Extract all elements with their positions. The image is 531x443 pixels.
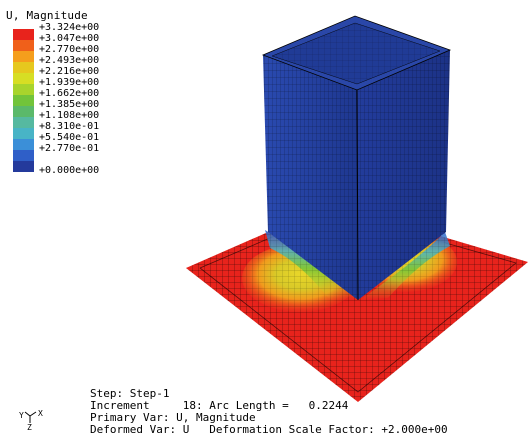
legend-swatch <box>13 51 34 62</box>
increment-label: Increment <box>90 399 150 412</box>
column-left-mesh <box>263 55 358 300</box>
legend-label: +3.047e+00 <box>39 33 100 44</box>
legend-label: +5.540e-01 <box>39 132 100 143</box>
legend-swatch <box>13 73 34 84</box>
legend-title: U, Magnitude <box>6 9 88 22</box>
orientation-triad: Y Z X <box>16 404 66 434</box>
legend-swatch <box>13 62 34 73</box>
triad-z-label: Z <box>27 423 32 432</box>
legend-swatch <box>13 150 34 161</box>
legend-label: +0.000e+00 <box>39 165 100 176</box>
increment-line: Increment 18: Arc Length = 0.2244 <box>90 400 448 412</box>
legend-label: +2.770e+00 <box>39 44 100 55</box>
legend-swatch <box>13 95 34 106</box>
triad-x-label: X <box>38 409 43 418</box>
triad-y-label: Y <box>19 411 24 420</box>
legend-swatch <box>13 139 34 150</box>
hot-zone-mesh <box>186 204 528 402</box>
legend-label: +1.108e+00 <box>39 110 100 121</box>
primary-var: Primary Var: U, Magnitude <box>90 411 256 424</box>
legend-swatch <box>13 29 34 40</box>
legend-label: +2.216e+00 <box>39 66 100 77</box>
legend-label: +1.939e+00 <box>39 77 100 88</box>
column-edge <box>356 89 359 301</box>
legend-swatch <box>13 128 34 139</box>
legend-swatch <box>13 117 34 128</box>
legend-swatch <box>13 161 34 172</box>
legend-swatch <box>13 40 34 51</box>
legend-label: +2.770e-01 <box>39 143 100 154</box>
legend-swatch <box>13 106 34 117</box>
legend-label: +8.310e-01 <box>39 121 100 132</box>
column-right-mesh <box>357 50 450 300</box>
increment-value: 18: Arc Length = <box>182 399 289 412</box>
legend-label: +3.324e+00 <box>39 22 100 33</box>
deformed-var: Deformed Var: U Deformation Scale Factor… <box>90 423 448 436</box>
legend-label: +1.385e+00 <box>39 99 100 110</box>
legend-label: +2.493e+00 <box>39 55 100 66</box>
legend-swatch <box>13 84 34 95</box>
arc-length-value: 0.2244 <box>308 399 349 412</box>
legend-label: +1.662e+00 <box>39 88 100 99</box>
column-top-inner-mesh <box>272 23 440 84</box>
step-label: Step: Step-1 <box>90 387 170 400</box>
triad-icon <box>24 411 37 423</box>
step-info: Step: Step-1 Increment 18: Arc Length = … <box>90 388 448 436</box>
